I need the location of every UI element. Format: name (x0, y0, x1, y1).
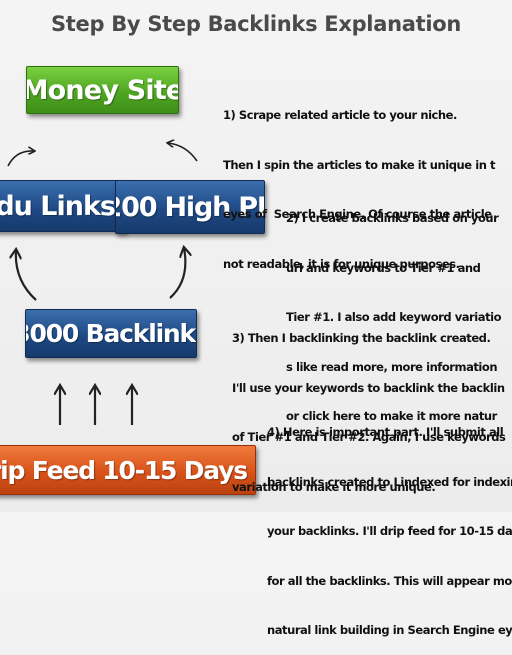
step-line: backlinks created to Lindexed for indexi… (267, 474, 512, 489)
step-line: url and keywords to Tier #1 and (286, 260, 481, 275)
step-line: eyes of Search Engine. Of course the art… (223, 207, 492, 221)
step-line: Tier #1. I also add keyword variatio (286, 310, 502, 324)
step-line: Then I spin the articles to make it uniq… (223, 157, 496, 172)
step-line: I'll use your keywords to backlink the b… (232, 380, 505, 395)
step-1-text: 1) Scrape related article to your niche.… (223, 74, 512, 289)
step-line: variation to make it more unique. (232, 479, 436, 494)
step-line: of Tier #1 and Tier #2. Again, I use key… (232, 430, 506, 444)
arrow-pr-to-money (168, 143, 198, 162)
step-3-text: 3) Then I backlinking the backlink creat… (232, 297, 512, 512)
step-line: or click here to make it more natur (286, 409, 497, 423)
drip-feed-box: ndexed Drip Feed 10-15 Days (0, 445, 256, 495)
high-pr-box: 200 High PR (115, 180, 265, 234)
page-title: Step By Step Backlinks Explanation (50, 12, 462, 36)
edu-links-box: Edu Links (0, 180, 126, 232)
step-line: natural link building in Search Engine e… (267, 623, 512, 637)
money-site-box: Money Site (26, 66, 179, 114)
step-line: 3) Then I backlinking the backlink creat… (232, 331, 491, 345)
step-line: not readable, it is for unique purposes. (223, 256, 460, 271)
step-2-text: 2) I create backlinks based on your url … (286, 177, 512, 441)
step-4-text: 4) Here is important part. I'll submit a… (267, 391, 512, 655)
arrow-edu-to-money (7, 151, 34, 167)
step-line: 4) Here is important part. I'll submit a… (267, 425, 504, 439)
step-line: your backlinks. I'll drip feed for 10-15… (267, 524, 512, 538)
step-line: s like read more, more information (286, 359, 498, 374)
step-line: 1) Scrape related article to your niche. (223, 108, 457, 122)
arrow-backlinks-to-pr (169, 248, 185, 299)
step-line: 2) I create backlinks based on your (286, 211, 499, 225)
arrow-backlinks-to-edu (16, 250, 37, 301)
step-line: for all the backlinks. This will appear … (267, 573, 512, 588)
backlinks-box: 3000 Backlinks (25, 309, 197, 358)
